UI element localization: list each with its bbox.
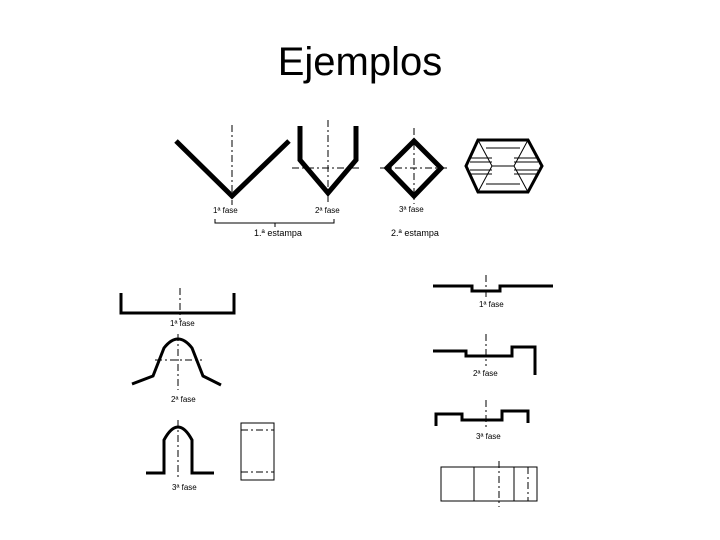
left-phase-3-omega-profile — [146, 420, 214, 480]
top-phase-3-label: 3ª fase — [399, 205, 424, 214]
right-sequence: 1ª fase 2ª fase 3ª fase — [433, 275, 553, 507]
top-phase-2-label: 2ª fase — [315, 206, 340, 215]
top-phase-3-diamond-shape — [380, 128, 450, 204]
stamp-1-label: 1.ª estampa — [254, 228, 302, 238]
right-plan-view-rectangle — [440, 461, 538, 507]
left-phase-1-label: 1ª fase — [170, 319, 195, 328]
left-phase-1-flat-profile — [119, 288, 236, 320]
right-phase-2-label: 2ª fase — [473, 369, 498, 378]
left-phase-2-label: 2ª fase — [171, 395, 196, 404]
right-phase-1-label: 1ª fase — [479, 300, 504, 309]
left-sequence: 1ª fase 2ª fase 3ª fase — [119, 288, 275, 492]
left-phase-3-label: 3ª fase — [172, 483, 197, 492]
top-phase-2-u-shape — [292, 120, 362, 203]
top-phase-1-label: 1ª fase — [213, 206, 238, 215]
right-phase-3-label: 3ª fase — [476, 432, 501, 441]
stamp-2-label: 2.ª estampa — [391, 228, 439, 238]
left-phase-2-hat-profile — [131, 334, 222, 390]
right-phase-2-profile — [433, 334, 537, 375]
top-sequence: 1ª fase 2ª fase 3ª fase 1.ª estampa 2.ª … — [174, 120, 544, 238]
top-phase-1-v-shape — [174, 125, 291, 205]
right-phase-3-profile — [434, 400, 530, 430]
left-side-view-rectangle — [240, 422, 275, 481]
stamp-1-bracket — [214, 219, 335, 224]
right-phase-1-profile — [433, 275, 553, 298]
top-3d-tube — [464, 138, 544, 194]
slide-title: Ejemplos — [277, 40, 443, 84]
